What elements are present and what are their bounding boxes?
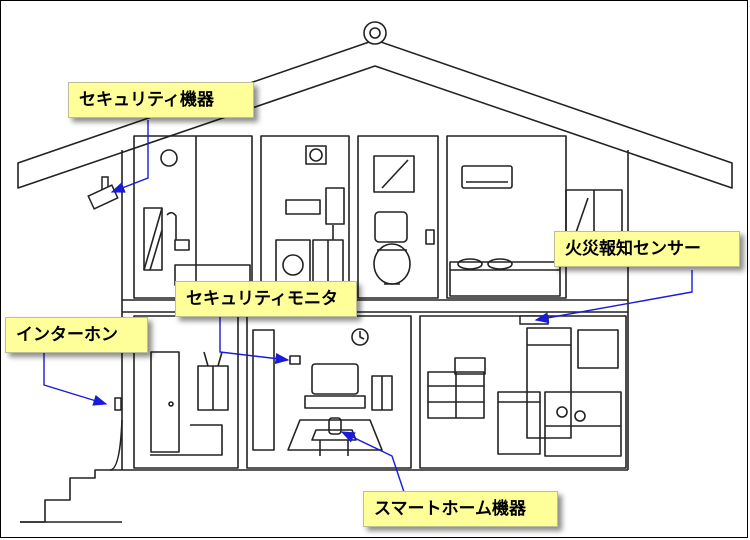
- upper-laundry-room: [260, 135, 350, 299]
- front-steps: [20, 419, 123, 523]
- house-body: [121, 150, 629, 471]
- upper-toilet-room: [357, 135, 439, 299]
- arrow-intercom: [43, 353, 108, 406]
- intercom-device: [114, 397, 122, 411]
- label-fire-sensor: 火災報知センサー: [554, 231, 740, 267]
- label-security-monitor: セキュリティモニタ: [175, 281, 357, 317]
- arrow-security-monitor: [219, 315, 290, 365]
- fire-sensor-device: [519, 315, 549, 325]
- label-security-device: セキュリティ機器: [68, 82, 254, 118]
- upper-bedroom: [446, 135, 623, 299]
- lower-entrance: [133, 315, 239, 469]
- lower-kitchen: [419, 315, 627, 469]
- arrow-security-device: [110, 120, 149, 193]
- lower-living-room: [246, 315, 412, 469]
- arrow-smart-home: [340, 431, 405, 493]
- camera-icon: [87, 176, 119, 210]
- label-intercom: インターホン: [5, 317, 148, 353]
- upper-bath-room: [133, 135, 253, 299]
- label-smart-home: スマートホーム機器: [363, 491, 558, 527]
- arrow-fire-sensor: [534, 270, 693, 324]
